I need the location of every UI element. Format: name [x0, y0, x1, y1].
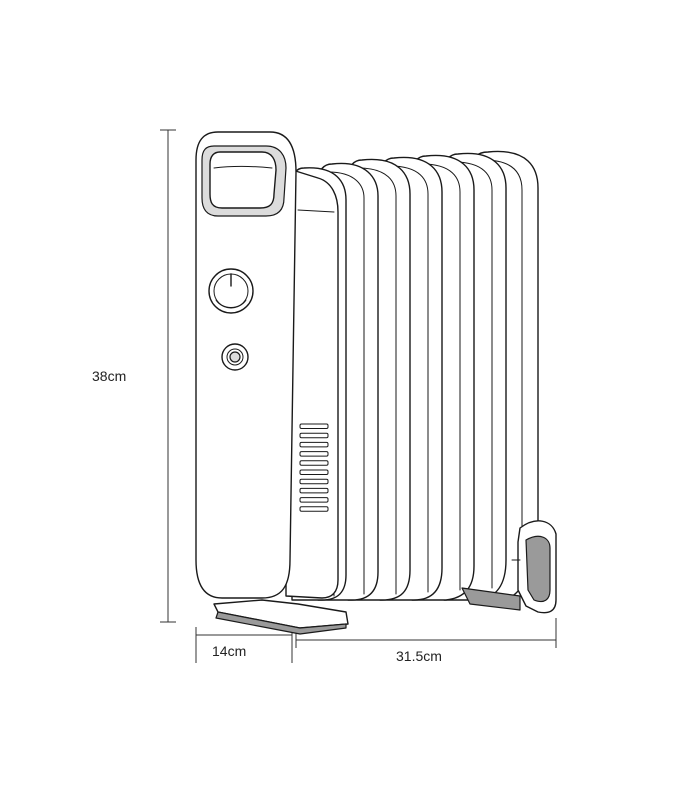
vent-slot — [299, 497, 329, 503]
width-label: 31.5cm — [396, 648, 442, 664]
width-dimension: 31.5cm — [295, 618, 557, 664]
vent-slot — [299, 469, 329, 475]
rear-foot — [461, 520, 557, 614]
vent-slot — [299, 451, 329, 457]
front-foot — [213, 599, 349, 635]
vent-slot — [299, 441, 329, 448]
control-housing — [195, 131, 349, 635]
vent-slot — [299, 506, 329, 512]
thermostat-dial[interactable] — [208, 268, 254, 314]
depth-dimension: 14cm — [195, 627, 293, 663]
power-indicator-knob[interactable] — [221, 343, 249, 371]
vent-slot — [299, 487, 329, 494]
vent-slot — [299, 423, 329, 429]
height-dimension: 38cm — [92, 129, 176, 623]
vent-slot — [299, 460, 329, 466]
height-label: 38cm — [92, 368, 126, 384]
depth-label: 14cm — [212, 643, 246, 659]
vent-grille — [299, 423, 329, 512]
carry-handle — [201, 145, 287, 217]
vent-slot — [299, 478, 329, 485]
vent-slot — [299, 432, 329, 439]
